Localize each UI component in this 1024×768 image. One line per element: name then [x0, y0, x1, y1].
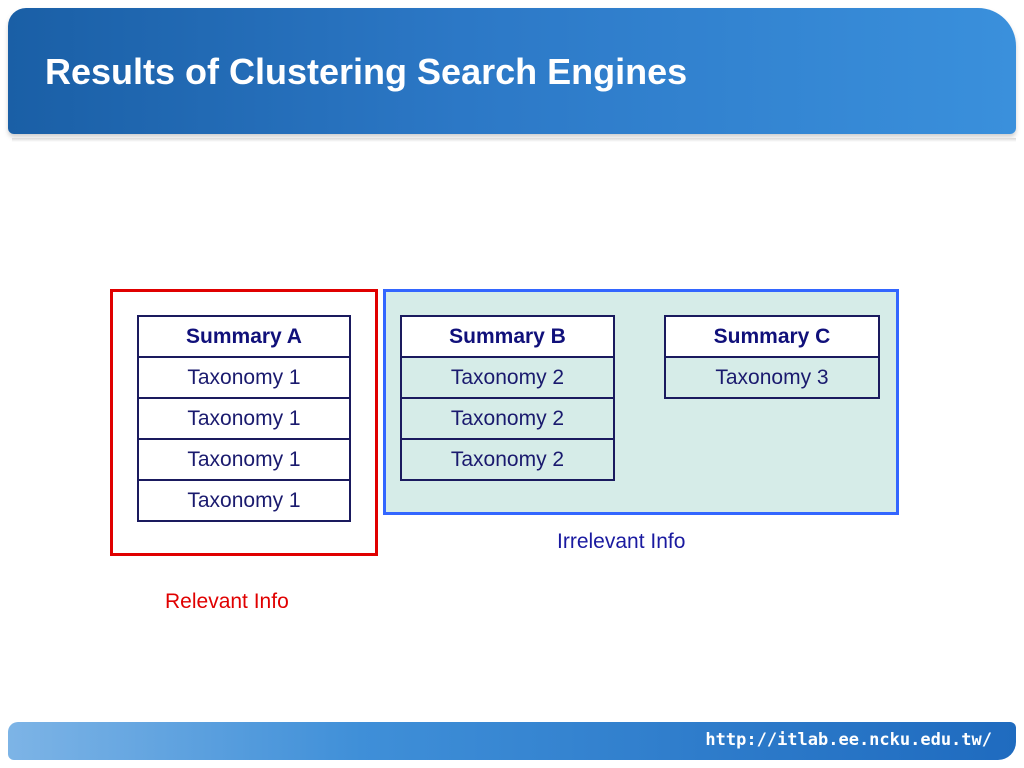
summary-b-header: Summary B [400, 315, 615, 358]
table-row: Taxonomy 1 [137, 356, 351, 399]
table-row: Taxonomy 1 [137, 397, 351, 440]
taxonomy-cell: Taxonomy 1 [137, 438, 351, 481]
table-row: Taxonomy 1 [137, 438, 351, 481]
title-bar [8, 8, 1016, 134]
taxonomy-cell: Taxonomy 2 [400, 438, 615, 481]
table-row: Summary C [664, 315, 880, 358]
footer-bar [8, 722, 1016, 760]
footer-url: http://itlab.ee.ncku.edu.tw/ [705, 730, 992, 750]
taxonomy-cell: Taxonomy 2 [400, 397, 615, 440]
taxonomy-cell: Taxonomy 2 [400, 356, 615, 399]
table-row: Taxonomy 2 [400, 438, 615, 481]
taxonomy-cell: Taxonomy 1 [137, 397, 351, 440]
relevant-info-label: Relevant Info [165, 590, 289, 613]
table-row: Taxonomy 1 [137, 479, 351, 522]
taxonomy-cell: Taxonomy 1 [137, 479, 351, 522]
summary-a-table: Summary A Taxonomy 1 Taxonomy 1 Taxonomy… [137, 315, 351, 522]
table-row: Taxonomy 2 [400, 397, 615, 440]
table-row: Taxonomy 2 [400, 356, 615, 399]
irrelevant-info-label: Irrelevant Info [557, 530, 686, 553]
table-row: Taxonomy 3 [664, 356, 880, 399]
table-row: Summary B [400, 315, 615, 358]
taxonomy-cell: Taxonomy 3 [664, 356, 880, 399]
summary-a-header: Summary A [137, 315, 351, 358]
taxonomy-cell: Taxonomy 1 [137, 356, 351, 399]
slide-title: Results of Clustering Search Engines [45, 51, 688, 92]
table-row: Summary A [137, 315, 351, 358]
summary-b-table: Summary B Taxonomy 2 Taxonomy 2 Taxonomy… [400, 315, 615, 481]
title-divider [12, 138, 1016, 142]
summary-c-header: Summary C [664, 315, 880, 358]
summary-c-table: Summary C Taxonomy 3 [664, 315, 880, 399]
